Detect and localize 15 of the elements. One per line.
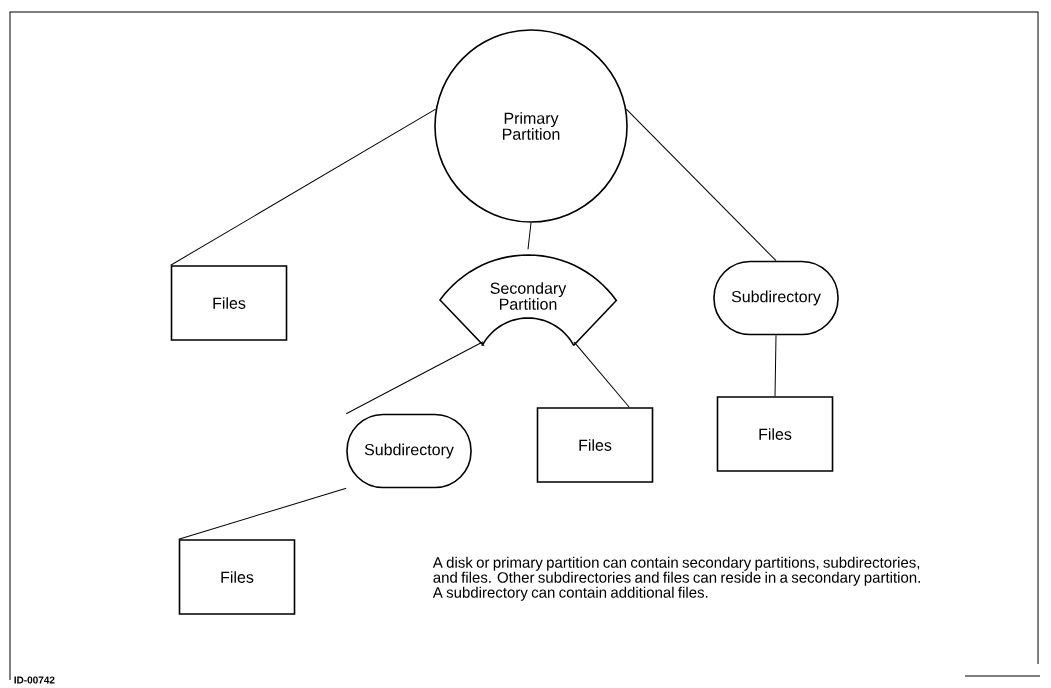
description-text: A disk or primary partition can contain secondary partitions, subdirectories, and files. Other subdirectories and files can reside in a secondary partition. A subdirectory can contain additional files. <box>432 556 920 601</box>
subdirectory-box: Subdirectory <box>346 413 472 489</box>
connector-line <box>573 341 630 408</box>
subdirectory-box: Subdirectory <box>713 260 839 336</box>
figure-id: ID-00742 <box>14 676 55 684</box>
files-box: Files <box>170 265 288 341</box>
connector-line <box>527 222 532 250</box>
files-box: Files <box>716 396 834 472</box>
files-box: Files <box>178 539 296 615</box>
connector-line <box>170 108 437 266</box>
connector-line <box>774 334 777 397</box>
connector-line <box>625 108 777 262</box>
connector-line <box>345 341 484 415</box>
files-box: Files <box>536 407 654 483</box>
connector-line <box>178 487 347 540</box>
